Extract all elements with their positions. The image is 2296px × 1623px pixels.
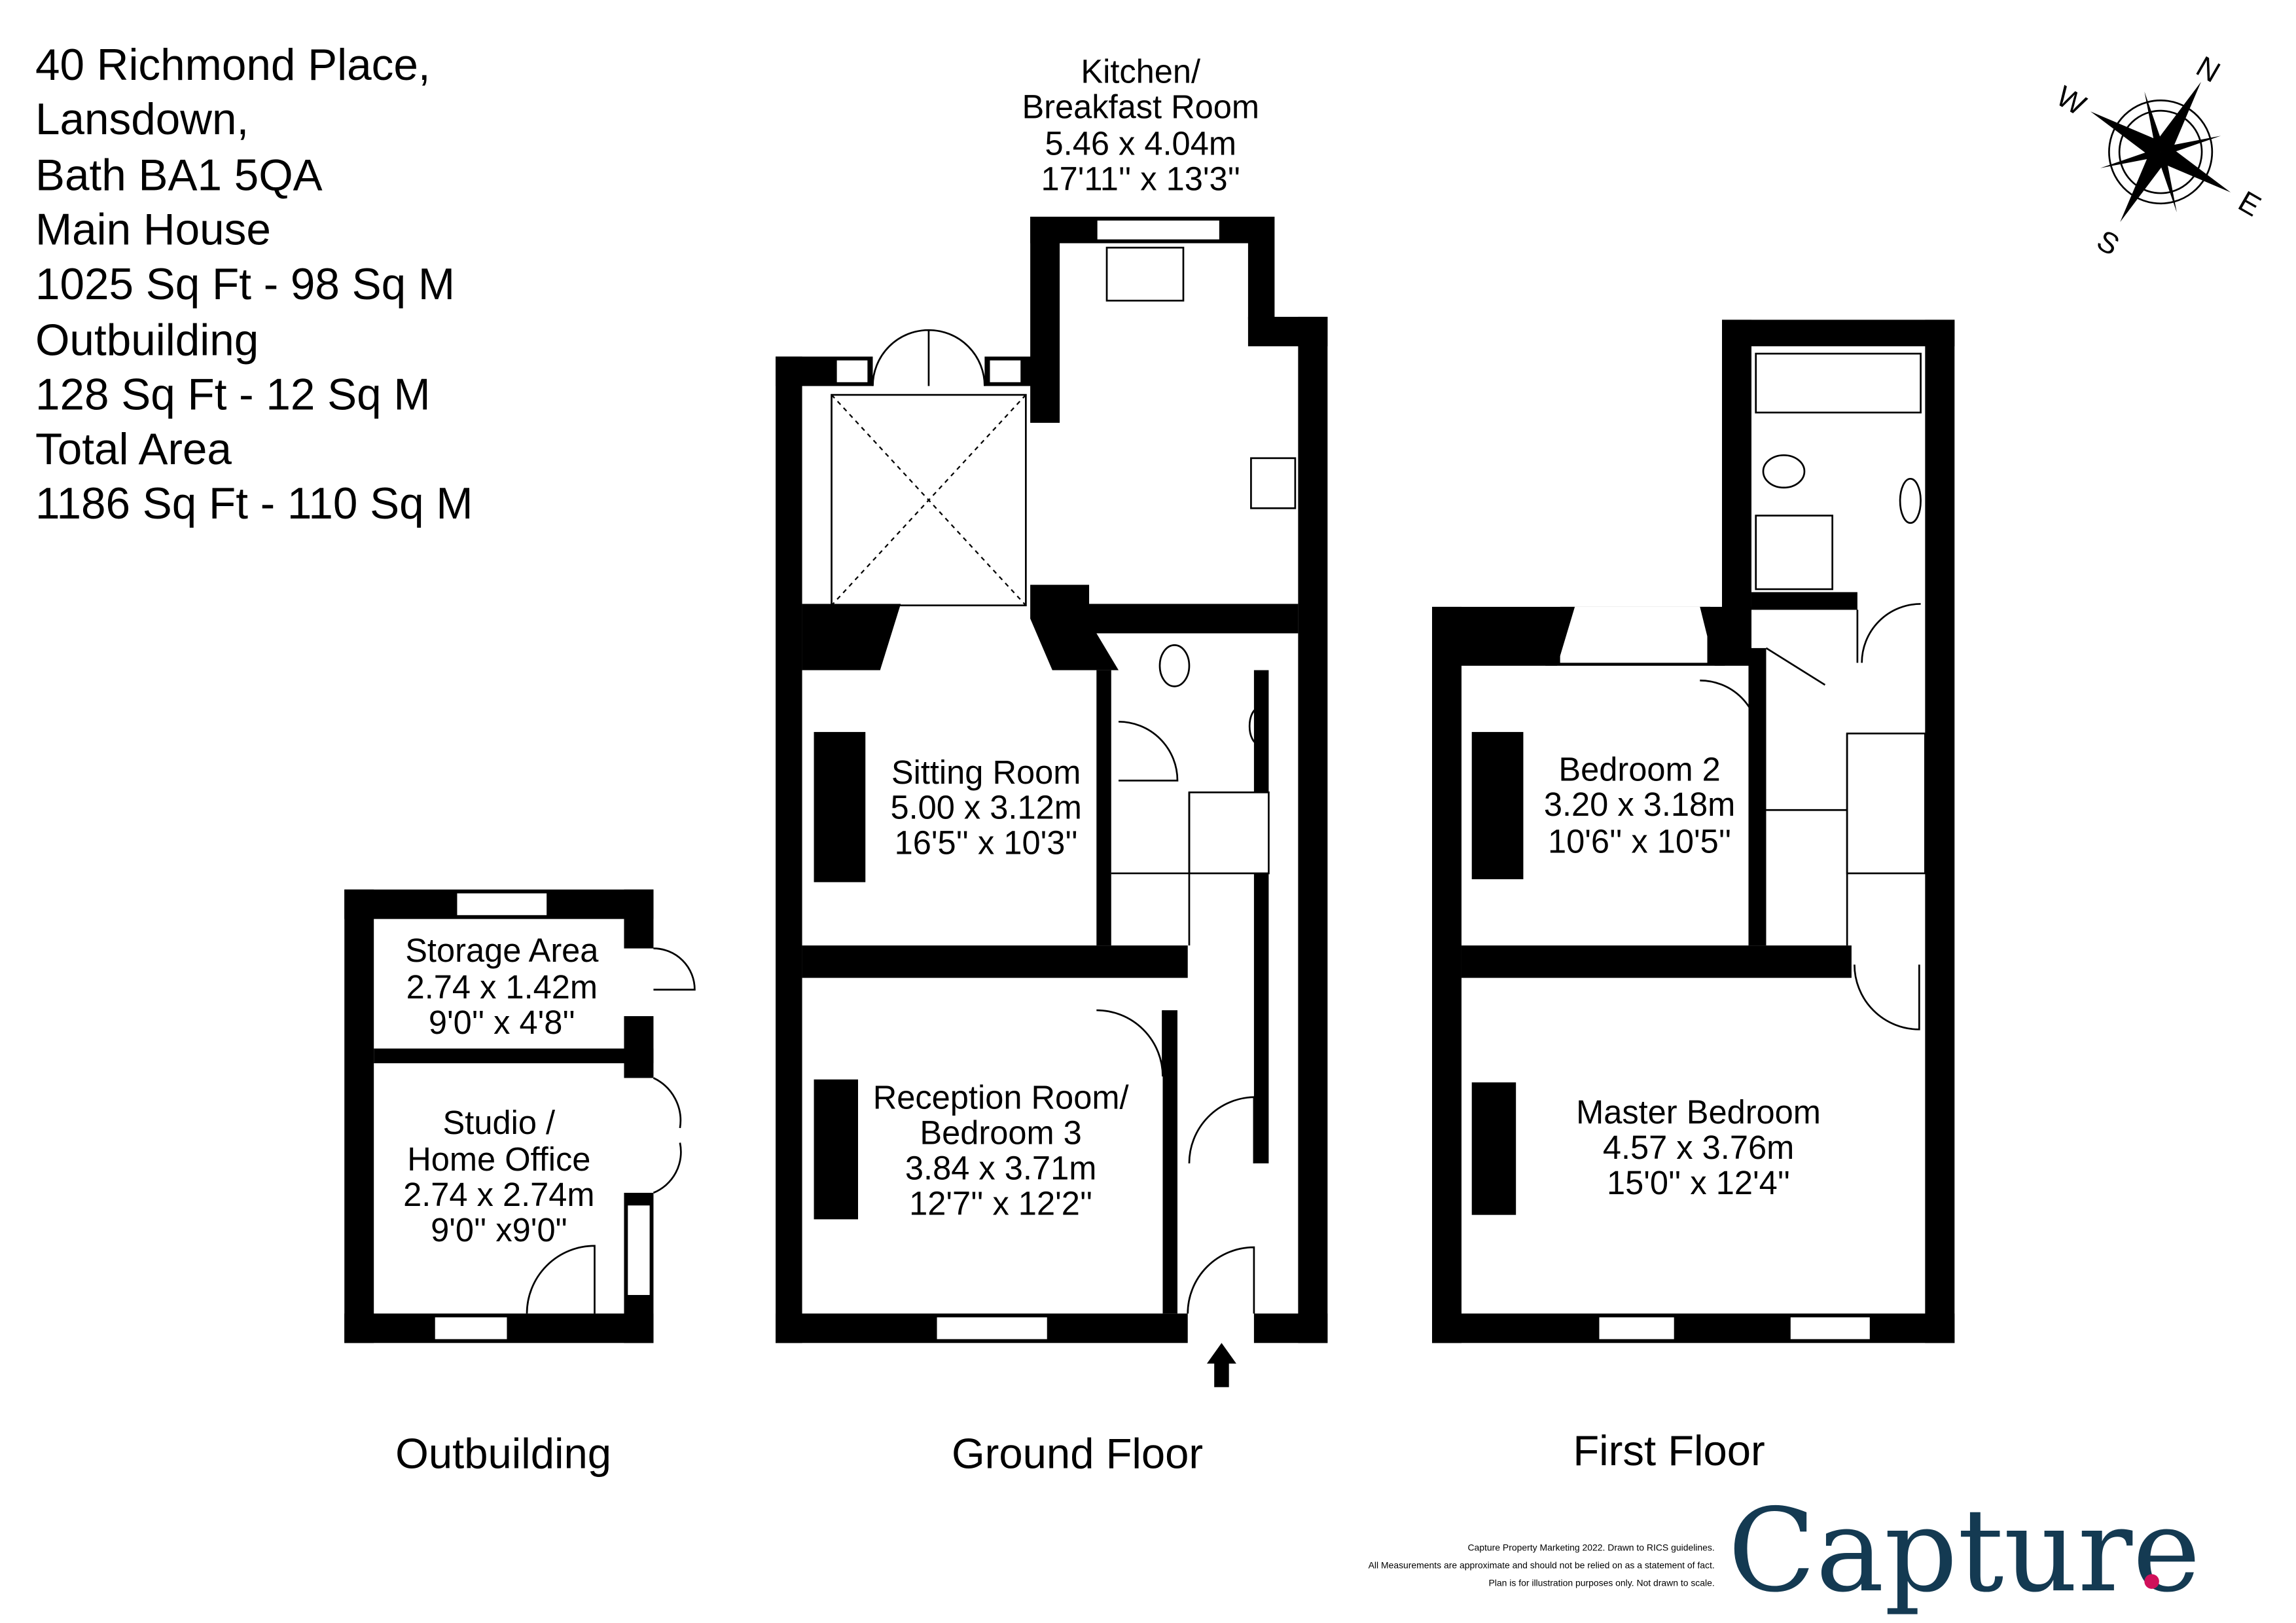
svg-text:Bedroom 3: Bedroom 3 (920, 1114, 1081, 1152)
info-line: Main House (35, 206, 271, 255)
property-info: 40 Richmond Place, Lansdown, Bath BA1 5Q… (35, 41, 473, 528)
svg-text:Home Office: Home Office (407, 1140, 590, 1178)
floor-label-ground: Ground Floor (952, 1429, 1203, 1477)
svg-text:Capture Property Marketing 202: Capture Property Marketing 2022. Drawn t… (1467, 1542, 1714, 1552)
info-line: Outbuilding (35, 316, 259, 365)
svg-text:Master Bedroom: Master Bedroom (1576, 1093, 1821, 1131)
svg-text:17'11'' x 13'3'': 17'11'' x 13'3'' (1041, 160, 1240, 198)
ground-floor-plan: Kitchen/ Breakfast Room 5.46 x 4.04m 17'… (776, 52, 1328, 1477)
svg-text:Studio /: Studio / (443, 1104, 556, 1141)
first-floor-plan: Bedroom 2 3.20 x 3.18m 10'6'' x 10'5'' M… (1432, 319, 1955, 1474)
room-studio-home-office: Studio / Home Office 2.74 x 2.74m 9'0'' … (403, 1104, 594, 1249)
svg-text:9'0'' x 4'8'': 9'0'' x 4'8'' (429, 1004, 575, 1041)
floor-label-outbuilding: Outbuilding (395, 1429, 611, 1477)
svg-text:2.74 x 1.42m: 2.74 x 1.42m (406, 968, 598, 1006)
compass-rose-icon: N E S W (2051, 49, 2267, 262)
svg-text:All Measurements are approxima: All Measurements are approximate and sho… (1369, 1559, 1715, 1570)
room-reception-bedroom3: Reception Room/ Bedroom 3 3.84 x 3.71m 1… (873, 1079, 1130, 1222)
info-line: 128 Sq Ft - 12 Sq M (35, 371, 431, 420)
svg-text:16'5'' x 10'3'': 16'5'' x 10'3'' (895, 824, 1078, 862)
svg-text:9'0'' x9'0": 9'0'' x9'0" (431, 1211, 567, 1249)
info-line: 1025 Sq Ft - 98 Sq M (35, 260, 455, 309)
svg-text:3.84 x 3.71m: 3.84 x 3.71m (905, 1150, 1096, 1187)
floor-label-first: First Floor (1573, 1427, 1765, 1474)
compass-s: S (2091, 223, 2125, 262)
compass-e: E (2233, 184, 2267, 223)
svg-text:5.46 x 4.04m: 5.46 x 4.04m (1045, 125, 1236, 162)
svg-text:12'7'' x 12'2'': 12'7'' x 12'2'' (909, 1185, 1092, 1222)
room-storage-area: Storage Area 2.74 x 1.42m 9'0'' x 4'8'' (405, 932, 599, 1041)
room-sitting: Sitting Room 5.00 x 3.12m 16'5'' x 10'3'… (890, 754, 1081, 862)
svg-text:2.74 x 2.74m: 2.74 x 2.74m (403, 1176, 594, 1213)
svg-text:10'6'' x 10'5'': 10'6'' x 10'5'' (1548, 822, 1731, 860)
svg-text:Reception Room/: Reception Room/ (873, 1079, 1130, 1116)
svg-text:Sitting Room: Sitting Room (891, 754, 1081, 791)
info-line: Bath BA1 5QA (35, 151, 323, 200)
svg-text:Breakfast Room: Breakfast Room (1022, 88, 1259, 125)
svg-text:Capture: Capture (1728, 1484, 2200, 1618)
disclaimer: Capture Property Marketing 2022. Drawn t… (1369, 1542, 1715, 1588)
room-master-bedroom: Master Bedroom 4.57 x 3.76m 15'0'' x 12'… (1576, 1093, 1821, 1201)
svg-text:15'0'' x 12'4'': 15'0'' x 12'4'' (1607, 1164, 1790, 1201)
svg-text:5.00 x 3.12m: 5.00 x 3.12m (890, 789, 1081, 826)
svg-text:Storage Area: Storage Area (405, 932, 599, 969)
info-line: 1186 Sq Ft - 110 Sq M (35, 479, 473, 528)
svg-text:Plan is for illustration purpo: Plan is for illustration purposes only. … (1489, 1577, 1715, 1588)
capture-logo: Capture (1728, 1484, 2200, 1618)
room-bedroom-2: Bedroom 2 3.20 x 3.18m 10'6'' x 10'5'' (1544, 750, 1735, 860)
svg-text:3.20 x 3.18m: 3.20 x 3.18m (1544, 786, 1735, 823)
svg-text:Kitchen/: Kitchen/ (1081, 52, 1201, 90)
svg-text:4.57 x 3.76m: 4.57 x 3.76m (1603, 1129, 1794, 1166)
info-line: 40 Richmond Place, (35, 41, 431, 90)
compass-w: W (2051, 79, 2092, 122)
room-kitchen-breakfast: Kitchen/ Breakfast Room 5.46 x 4.04m 17'… (1022, 52, 1259, 197)
info-line: Lansdown, (35, 95, 249, 144)
info-line: Total Area (35, 425, 232, 474)
compass-n: N (2191, 49, 2226, 88)
outbuilding-plan: Storage Area 2.74 x 1.42m 9'0'' x 4'8'' … (344, 889, 696, 1477)
svg-text:Bedroom 2: Bedroom 2 (1558, 750, 1720, 788)
